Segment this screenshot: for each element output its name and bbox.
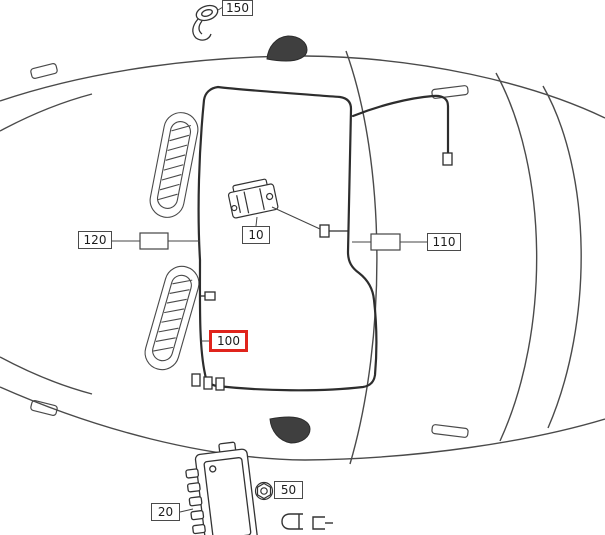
callout-10[interactable]: 10 xyxy=(242,226,270,244)
callout-50[interactable]: 50 xyxy=(274,481,303,499)
clamp-icon xyxy=(281,513,303,530)
part-10-component xyxy=(227,178,279,219)
hood-vent-upper xyxy=(149,112,199,218)
door-handle-marks xyxy=(30,63,469,438)
harness-connectors xyxy=(191,152,453,391)
part-50-nut xyxy=(254,481,274,501)
side-mirror-left-icon xyxy=(266,35,308,62)
connector-icon xyxy=(312,516,333,530)
callout-20[interactable]: 20 xyxy=(151,503,180,521)
callout-100-highlighted[interactable]: 100 xyxy=(209,330,248,352)
part-20-control-unit xyxy=(185,441,258,535)
callout-120[interactable]: 120 xyxy=(78,231,112,249)
side-mirror-right-icon xyxy=(269,416,311,444)
callout-110[interactable]: 110 xyxy=(427,233,461,251)
wiring-harness xyxy=(197,85,450,392)
hood-vent-lower xyxy=(144,265,200,371)
car-body-outline xyxy=(0,50,605,465)
part-150-clip xyxy=(192,4,219,41)
callout-150[interactable]: 150 xyxy=(222,0,253,16)
leader-lines xyxy=(112,6,427,513)
